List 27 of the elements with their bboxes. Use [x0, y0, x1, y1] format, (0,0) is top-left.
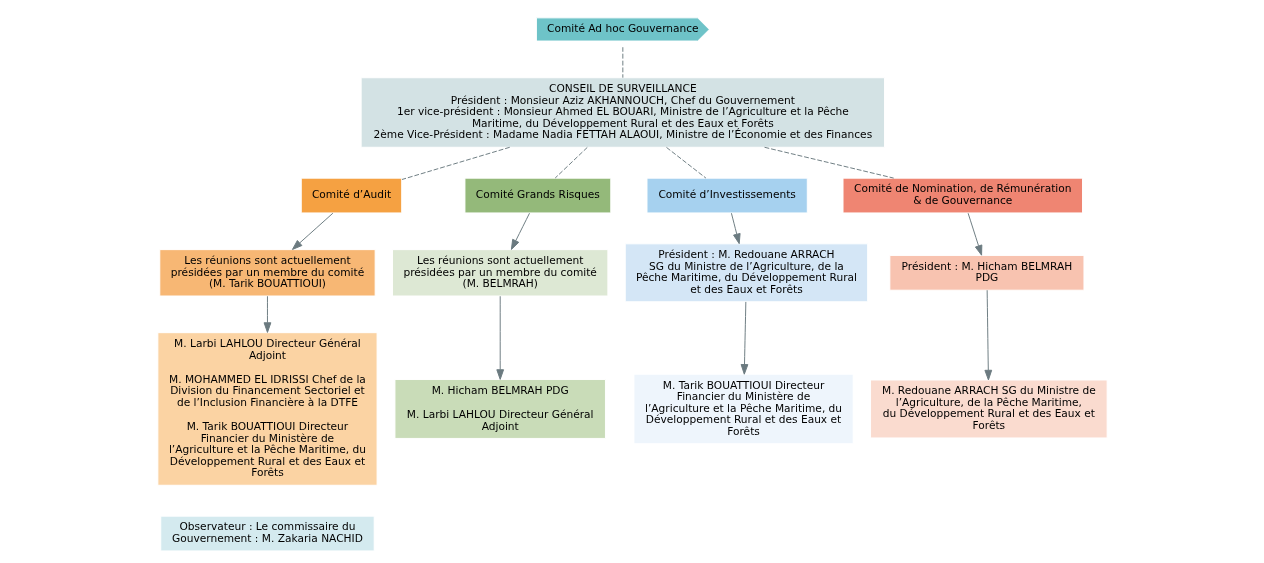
connector	[763, 146, 894, 179]
arrow	[740, 301, 748, 375]
connector	[665, 146, 706, 179]
arrow	[730, 212, 741, 245]
node-box: M. Redouane ARRACH SG du Ministre de l’Agriculture, de la Pêche Maritime, du Développement Rural et des Eaux et Forêts	[869, 379, 1108, 439]
node-box: Observateur : Le commissaire du Gouvernement : M. Zakaria NACHID	[159, 515, 375, 552]
node-box: CONSEIL DE SURVEILLANCE Président : Monsieur Aziz AKHANNOUCH, Chef du Gouvernement 1er vice-président : Monsieur Ahmed EL BOUARI, Ministre de l’Agriculture et la Pêche Maritime, du Développement Rural et des Eaux et Forêts 2ème Vice-Président : Madame Nadia FETTAH ALAOUI, Ministre de l’Économie et des Finances	[360, 77, 885, 148]
node-box: Comité d’Investissements	[646, 177, 808, 214]
node-box: M. Larbi LAHLOU Directeur Général Adjoint M. MOHAMMED EL IDRISSI Chef de la Division du Financement Sectoriel et de l’Inclusion Financière à la DTFE M. Tarik BOUATTIOUI Directeur Financier du Ministère de l’Agriculture et la Pêche Maritime, du Développement Rural et des Eaux et Forêts	[156, 332, 378, 486]
node-box: M. Tarik BOUATTIOUI Directeur Financier du Ministère de l’Agriculture et la Pêche Maritime, du Développement Rural et des Eaux et Forêts	[632, 373, 854, 445]
arrow	[983, 289, 992, 381]
arrow	[291, 212, 333, 250]
node-box: Les réunions sont actuellement présidées par un membre du comité (M. Tarik BOUATTIOUI)	[158, 249, 376, 297]
node-box: M. Hicham BELMRAH PDG M. Larbi LAHLOU Directeur Général Adjoint	[393, 379, 606, 439]
connector	[554, 146, 588, 179]
node-box: Comité Grands Risques	[463, 177, 611, 214]
arrow	[495, 295, 504, 380]
node-box: Comité d’Audit	[300, 177, 402, 214]
connector	[621, 46, 623, 79]
connector	[401, 146, 510, 180]
node-box: Les réunions sont actuellement présidées par un membre du comité (M. BELMRAH)	[391, 249, 608, 297]
arrow	[510, 212, 530, 250]
node-box: Comité de Nomination, de Rémunération & de Gouvernance	[842, 177, 1083, 214]
arrow	[263, 295, 271, 333]
node-box: Président : M. Hicham BELMRAH PDG	[888, 254, 1084, 291]
arrow	[967, 212, 982, 256]
node-box: Président : M. Redouane ARRACH SG du Ministre de l’Agriculture, de la Pêche Maritime, du Développement Rural et des Eaux et Forêts	[624, 243, 868, 303]
